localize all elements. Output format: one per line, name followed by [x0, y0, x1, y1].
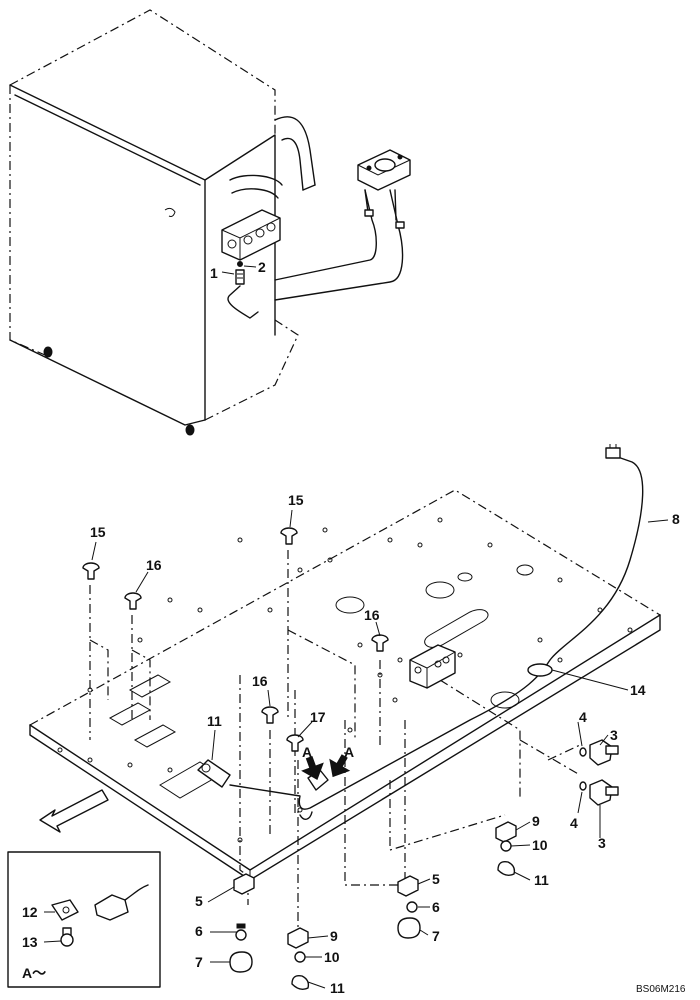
view-label-a-2: A [344, 744, 354, 760]
view-label-a-1: A [302, 744, 312, 760]
callout-5-right: 5 [432, 871, 440, 887]
assembly-lines [89, 550, 581, 930]
fitting-1-2 [227, 261, 259, 319]
wire-harness [197, 444, 644, 820]
callout-12: 12 [22, 904, 38, 920]
callout-4-upper: 4 [579, 709, 587, 725]
callout-14: 14 [630, 682, 646, 698]
return-hose [229, 116, 316, 199]
bolts [82, 527, 389, 752]
callout-16-left: 16 [146, 557, 162, 573]
detail-a-inset: A～ [7, 851, 161, 988]
front-direction-arrow [39, 789, 109, 833]
callout-11-lower: 11 [330, 980, 345, 996]
callout-4-lower: 4 [570, 815, 578, 831]
callout-3-lower: 3 [598, 835, 606, 851]
callout-2: 2 [258, 259, 266, 275]
callout-8: 8 [672, 511, 680, 527]
view-arrows: A A [301, 744, 354, 781]
callout-16-center: 16 [252, 673, 268, 689]
callout-11-plate: 11 [207, 713, 222, 729]
callout-3-upper: 3 [610, 727, 618, 743]
callouts: 1 2 3 3 4 4 5 5 6 6 7 7 8 9 9 10 10 11 1… [22, 259, 680, 996]
callout-9-right: 9 [532, 813, 540, 829]
callout-15-center: 15 [288, 492, 304, 508]
callout-17: 17 [310, 709, 326, 725]
callout-5-left: 5 [195, 893, 203, 909]
suction-pipe [274, 149, 411, 301]
leader-lines [43, 265, 669, 989]
callout-9-lower: 9 [330, 928, 338, 944]
manifold-block [221, 209, 281, 261]
clamp-parts [229, 821, 517, 991]
callout-11-right: 11 [534, 872, 549, 888]
callout-16-right: 16 [364, 607, 380, 623]
callout-6-left: 6 [195, 923, 203, 939]
callout-13: 13 [22, 934, 38, 950]
callout-1: 1 [210, 265, 218, 281]
callout-15-left: 15 [90, 524, 106, 540]
callout-7-left: 7 [195, 954, 203, 970]
pressure-switches [579, 739, 619, 806]
callout-7-right: 7 [432, 928, 440, 944]
connector-block [409, 644, 456, 689]
callout-10-right: 10 [532, 837, 548, 853]
callout-6-right: 6 [432, 899, 440, 915]
drawing-code: BS06M216 [636, 984, 686, 995]
inset-label: A～ [22, 965, 46, 981]
callout-10-lower: 10 [324, 949, 340, 965]
hydraulic-tank [9, 9, 299, 436]
